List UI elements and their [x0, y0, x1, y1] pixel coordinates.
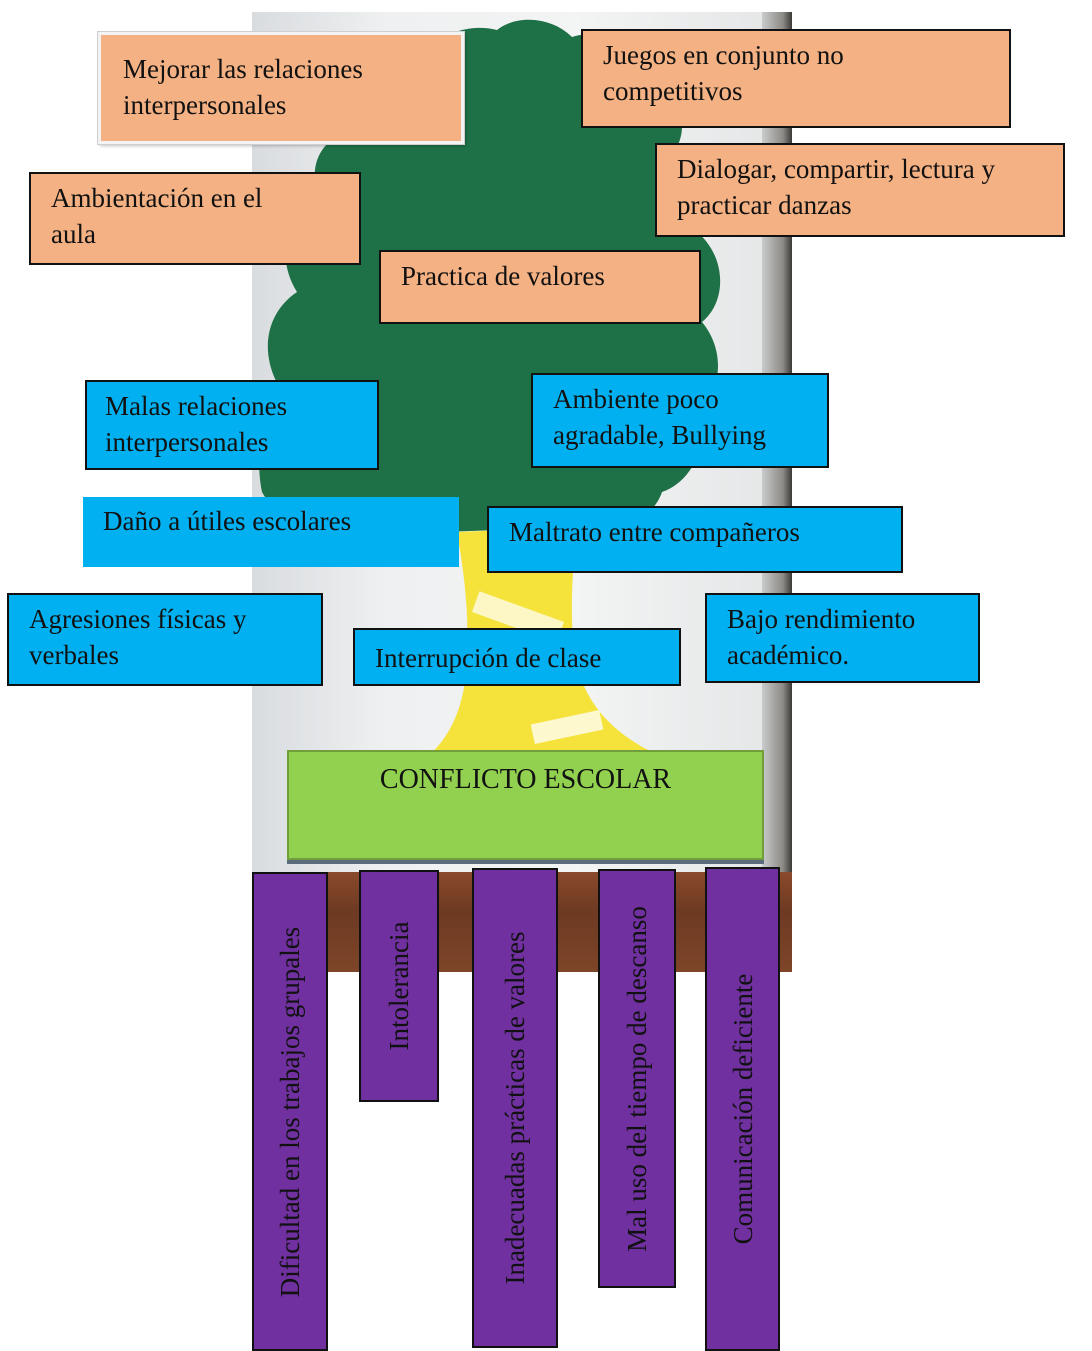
effect-box-practica: Practica de valores — [379, 250, 701, 324]
problem-line: Daño a útiles escolares — [103, 506, 352, 536]
problem-line: Malas relaciones — [105, 391, 288, 421]
problem-box-dano: Daño a útiles escolares — [83, 497, 459, 567]
effect-box-juegos: Juegos en conjunto no competitivos — [581, 29, 1011, 128]
problem-line: interpersonales — [105, 427, 269, 457]
cause-box-intolerancia: Intolerancia — [359, 870, 439, 1102]
problem-line: Maltrato entre compañeros — [509, 517, 800, 547]
cause-label: Comunicación deficiente — [727, 973, 758, 1245]
problem-box-malas: Malas relaciones interpersonales — [85, 380, 379, 470]
effect-line: competitivos — [603, 76, 743, 106]
problem-line: verbales — [29, 640, 119, 670]
problem-line: Ambiente poco — [553, 384, 719, 414]
central-problem-box: CONFLICTO ESCOLAR — [287, 750, 764, 860]
problem-box-maltrato: Maltrato entre compañeros — [487, 506, 903, 573]
effect-line: practicar danzas — [677, 190, 852, 220]
cause-box-comunicacion: Comunicación deficiente — [705, 867, 780, 1351]
central-box-shadow — [287, 858, 764, 864]
effect-line: interpersonales — [123, 90, 287, 120]
effect-line: Practica de valores — [401, 261, 605, 291]
problem-line: Bajo rendimiento — [727, 604, 916, 634]
effect-line: Mejorar las relaciones — [123, 54, 363, 84]
cause-box-dificultad: Dificultad en los trabajos grupales — [252, 872, 328, 1351]
effect-line: Juegos en conjunto no — [603, 40, 844, 70]
problem-line: Agresiones físicas y — [29, 604, 247, 634]
problem-line: agradable, Bullying — [553, 420, 766, 450]
cause-box-inadecuadas: Inadecuadas prácticas de valores — [472, 868, 558, 1348]
effect-line: aula — [51, 219, 96, 249]
effect-box-ambientacion: Ambientación en el aula — [29, 172, 361, 265]
effect-box-mejorar: Mejorar las relaciones interpersonales — [98, 32, 464, 144]
problem-line: académico. — [727, 640, 850, 670]
problem-box-ambiente: Ambiente poco agradable, Bullying — [531, 373, 829, 468]
problem-line: Interrupción de clase — [375, 643, 602, 673]
central-problem-label: CONFLICTO ESCOLAR — [379, 764, 672, 795]
problem-box-bajo: Bajo rendimiento académico. — [705, 593, 980, 683]
cause-box-maluso: Mal uso del tiempo de descanso — [598, 869, 676, 1288]
cause-label: Inadecuadas prácticas de valores — [500, 931, 530, 1285]
effect-line: Dialogar, compartir, lectura y — [677, 154, 995, 184]
effect-line: Ambientación en el — [51, 183, 263, 213]
effect-box-dialogar: Dialogar, compartir, lectura y practicar… — [655, 143, 1065, 237]
problem-box-agresiones: Agresiones físicas y verbales — [7, 593, 323, 686]
cause-label: Dificultad en los trabajos grupales — [275, 926, 305, 1297]
cause-label: Intolerancia — [384, 921, 414, 1051]
cause-label: Mal uso del tiempo de descanso — [622, 905, 652, 1252]
problem-box-interrupcion: Interrupción de clase — [353, 628, 681, 686]
